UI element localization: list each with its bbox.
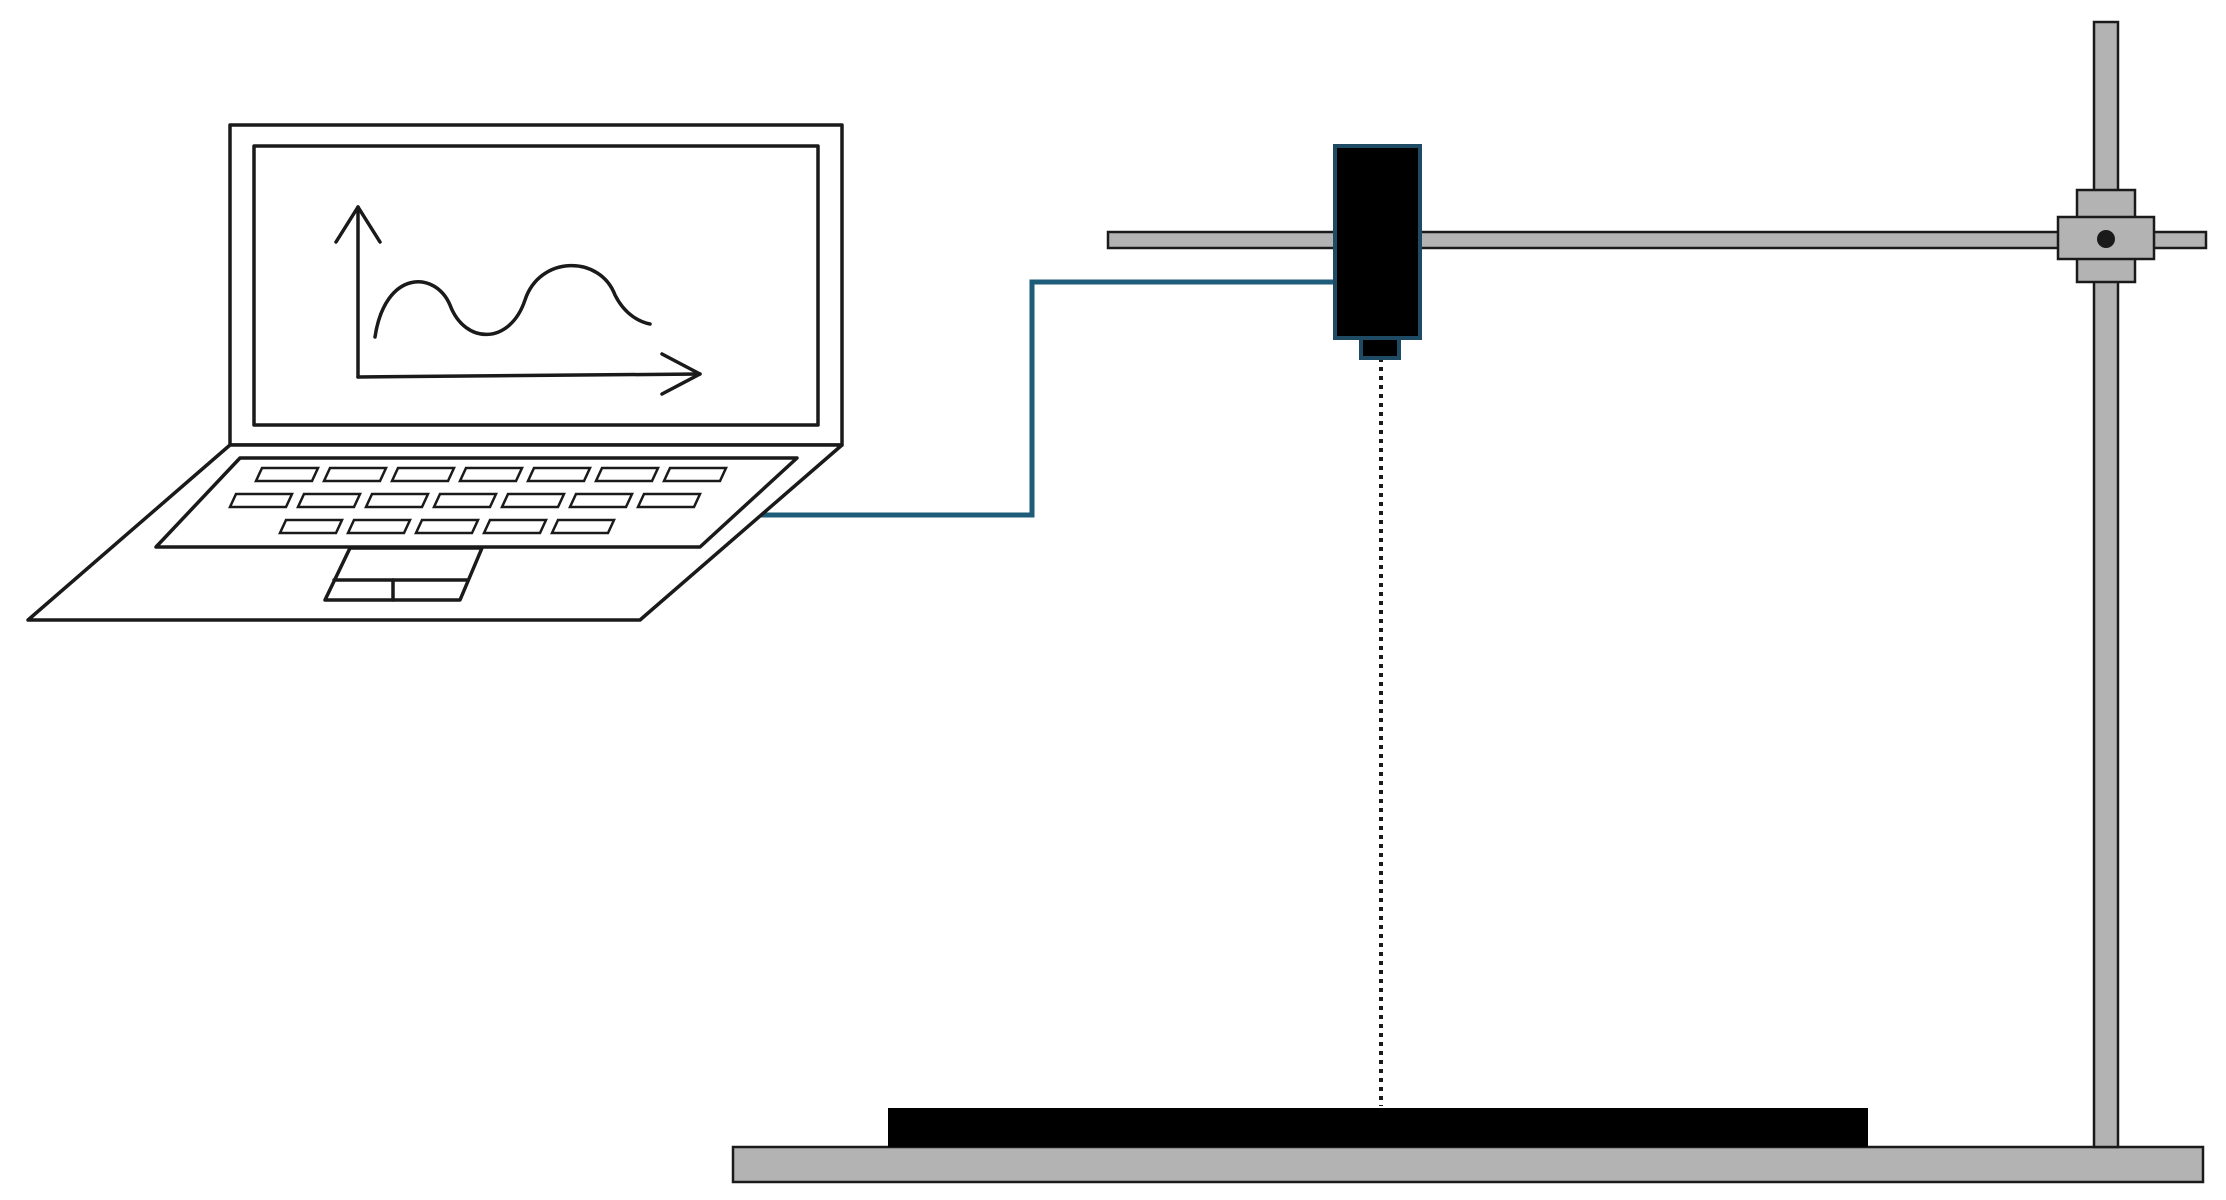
plot-x-axis: [356, 372, 702, 379]
keyboard-key: [414, 518, 480, 535]
stand-arm: [1106, 230, 2208, 250]
keyboard-key: [390, 466, 456, 483]
keyboard-key: [296, 492, 362, 509]
laptop-keys: [228, 466, 728, 535]
boss-clamp-icon: [2056, 188, 2156, 284]
keyboard-key: [364, 492, 430, 509]
plot-y-arrowhead: [334, 205, 382, 244]
data-cable: [760, 279, 1334, 518]
keyboard-key: [636, 492, 702, 509]
sensor-body: [1333, 144, 1422, 340]
clamp-screw: [2097, 230, 2115, 248]
keyboard-key: [526, 466, 592, 483]
signal-plot-icon: [334, 205, 702, 396]
keyboard-key: [550, 518, 616, 535]
laptop-icon: [26, 123, 844, 622]
laptop-screen: [252, 144, 820, 427]
keyboard-key: [432, 492, 498, 509]
plot-x-arrowhead: [660, 352, 702, 396]
keyboard-key: [254, 466, 320, 483]
keyboard-key: [346, 518, 412, 535]
laptop-touchpad: [323, 546, 484, 602]
keyboard-key: [568, 492, 634, 509]
stand-base: [731, 1145, 2205, 1184]
keyboard-key: [322, 466, 388, 483]
keyboard-key: [458, 466, 524, 483]
plot-curve: [373, 263, 652, 339]
sensor-head-icon: [1333, 144, 1422, 360]
keyboard-key: [500, 492, 566, 509]
keyboard-key: [662, 466, 728, 483]
sample-plate-icon: [888, 1108, 1868, 1147]
keyboard-key: [482, 518, 548, 535]
keyboard-key: [228, 492, 294, 509]
sensor-lens: [1359, 336, 1401, 360]
keyboard-key: [594, 466, 660, 483]
keyboard-key: [278, 518, 344, 535]
retort-stand-icon: [731, 20, 2208, 1184]
